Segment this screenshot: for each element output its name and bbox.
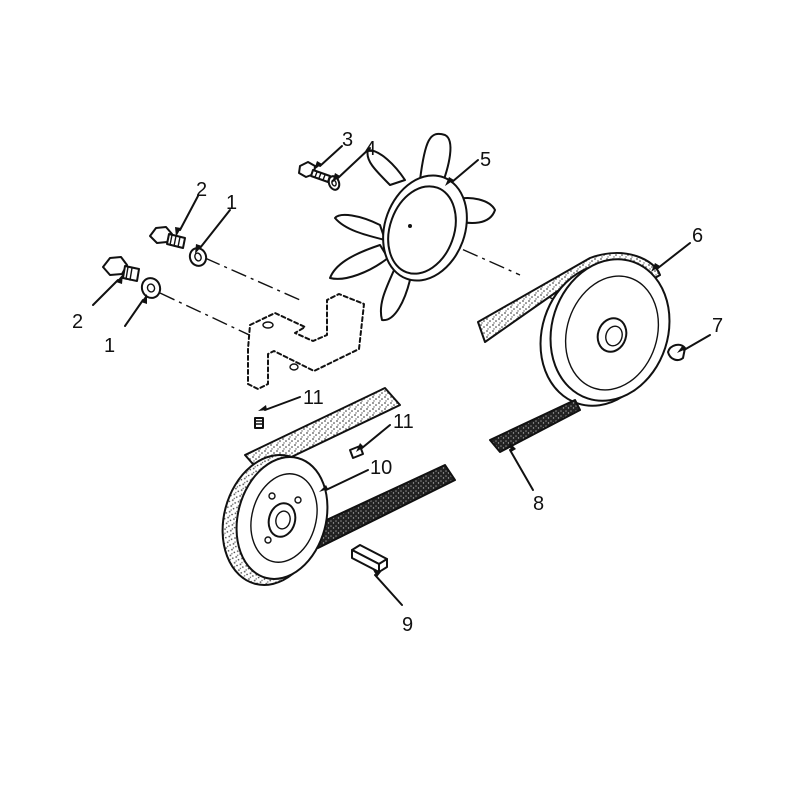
callout-6: 6 <box>692 225 703 247</box>
callout-11-lower: 11 <box>393 411 414 433</box>
set-screw-part-11-upper <box>254 417 264 429</box>
callout-3: 3 <box>342 129 353 151</box>
bolt-part-3 <box>298 161 331 183</box>
pulley-part-6 <box>477 252 671 407</box>
callout-labels: 3 4 5 2 1 6 2 1 7 11 11 10 8 9 <box>72 129 723 636</box>
leader-arrowheads <box>116 161 686 577</box>
pulley-part-10 <box>221 387 456 586</box>
callout-10: 10 <box>370 457 392 479</box>
callout-11-upper: 11 <box>303 387 324 409</box>
washer-part-1-lower <box>140 277 162 299</box>
washer-part-1-upper <box>188 247 208 267</box>
leader-lines <box>92 145 711 606</box>
mounting-bracket <box>247 293 365 390</box>
callout-2-lower: 2 <box>72 311 83 333</box>
callout-4: 4 <box>365 138 376 160</box>
callout-1-lower: 1 <box>104 335 115 357</box>
callout-2-upper: 2 <box>196 179 207 201</box>
fan-part-5 <box>329 132 496 322</box>
bolt-part-2-lower <box>102 256 140 282</box>
bolt-part-2-upper <box>149 226 186 249</box>
callout-9: 9 <box>402 614 413 636</box>
callout-7: 7 <box>712 315 723 337</box>
callout-8: 8 <box>533 493 544 515</box>
callout-5: 5 <box>480 149 491 171</box>
belt-part-8 <box>489 399 581 453</box>
key-part-9 <box>351 544 388 573</box>
callout-1-upper: 1 <box>226 192 237 214</box>
